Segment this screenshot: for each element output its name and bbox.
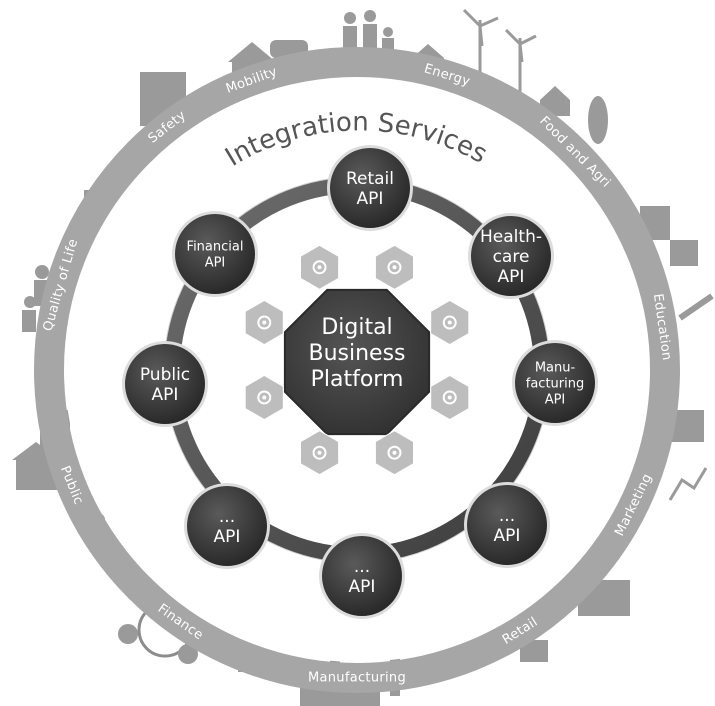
api-node-label-line: API [357, 189, 384, 209]
person-icon [344, 12, 356, 24]
child-icon [383, 27, 393, 37]
yen-coin-icon [178, 644, 198, 664]
api-node-label-line: Public [140, 365, 190, 385]
api-node-circle [471, 216, 551, 296]
hex-glyph [257, 315, 272, 330]
api-node-label-line: API [494, 526, 521, 546]
dollar-coin-icon [118, 624, 138, 644]
hex-glyph [312, 260, 327, 275]
outer-sector-ring [34, 47, 680, 693]
hex-glyph [442, 315, 457, 330]
hex-glyph [387, 445, 402, 460]
globe-network-icon [300, 430, 340, 476]
hex-glyph [387, 260, 402, 275]
turbine-blade [462, 8, 482, 28]
api-node-circle [467, 485, 547, 565]
api-node-label-line: API [205, 256, 226, 271]
turbine-blade [479, 16, 499, 28]
turbine-blade [478, 25, 484, 47]
api-node-label-line: API [545, 393, 566, 408]
core-label-line: Business [308, 341, 405, 366]
api-node-circle [175, 214, 255, 294]
compass-icon [430, 374, 470, 421]
hex-glyph [257, 390, 272, 405]
hex-glyph-dot [262, 320, 267, 325]
grid-dots-icon [374, 244, 414, 290]
hex-glyph-dot [262, 395, 267, 400]
flow-chart-icon [244, 374, 284, 421]
api-node-label-line: API [498, 267, 525, 287]
api-node-label-line: Retail [346, 169, 394, 189]
api-node[interactable]: ...API [319, 533, 405, 619]
turbine-blade [504, 28, 522, 46]
api-node-label-line: Financial [187, 240, 244, 255]
api-node-label: ...API [214, 507, 241, 547]
hex-glyph-dot [392, 265, 397, 270]
api-node-label: ...API [349, 557, 376, 597]
api-node-label-line: care [493, 247, 530, 267]
hex-glyph-dot [447, 320, 452, 325]
api-node-label-line: API [349, 577, 376, 597]
person-icon [364, 10, 376, 22]
api-node-circle [125, 344, 205, 424]
book-icon [670, 240, 698, 266]
api-node-circle [330, 148, 410, 228]
hex-glyph [442, 390, 457, 405]
api-node[interactable]: ...API [184, 483, 270, 569]
gear-network-icon [430, 299, 470, 346]
sector-label: Manufacturing [308, 671, 406, 686]
api-node-circle [187, 486, 267, 566]
api-node-label: ...API [494, 506, 521, 546]
api-node[interactable]: ...API [464, 482, 550, 568]
shopping-cart-icon [520, 640, 548, 662]
hex-glyph [312, 445, 327, 460]
barn-icon [540, 86, 570, 116]
pencil-icon [678, 293, 714, 321]
api-node-label-line: API [152, 385, 179, 405]
api-node-circle [515, 343, 595, 423]
core-label-line: Digital [321, 315, 392, 340]
api-node-label-line: ... [354, 557, 370, 577]
hex-glyph-dot [447, 395, 452, 400]
api-node-label-line: facturing [526, 377, 584, 392]
api-node-circle [322, 536, 402, 616]
turbine-blade [518, 43, 524, 63]
digital-business-platform-core [283, 288, 431, 436]
turbine-blade [519, 34, 537, 46]
network-icon [300, 244, 340, 290]
house-roof-icon [228, 42, 276, 62]
hex-glyph-dot [317, 450, 322, 455]
capability-hex-icons [244, 244, 470, 476]
person-icon [24, 296, 36, 308]
hex-glyph-dot [317, 265, 322, 270]
api-node-label-line: API [214, 527, 241, 547]
hex-glyph-dot [392, 450, 397, 455]
core-label-line: Platform [311, 367, 404, 392]
api-node-label-line: ... [499, 506, 515, 526]
person-body-icon [22, 310, 36, 332]
person-icon [35, 265, 49, 279]
trend-line-icon [668, 467, 708, 501]
people-gear-icon [244, 299, 284, 346]
wheat-icon [588, 96, 608, 144]
document-list-icon [374, 430, 414, 476]
api-node-label-line: ... [219, 507, 235, 527]
api-node-label-line: Health- [480, 227, 542, 247]
api-node-label-line: Manu- [535, 361, 576, 376]
